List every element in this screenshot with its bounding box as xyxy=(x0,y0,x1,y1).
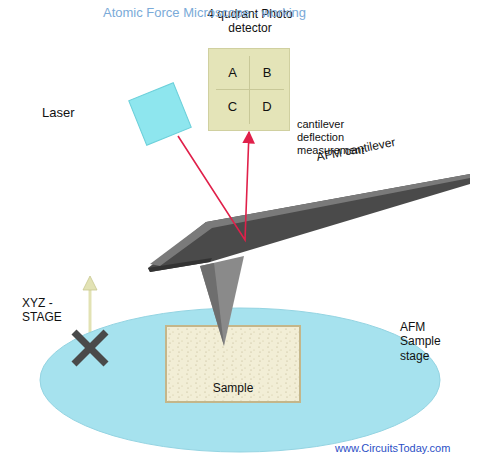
laser-square xyxy=(129,83,191,145)
sample-stage-label: AFM Sample stage xyxy=(400,320,456,363)
quadrant-letter: B xyxy=(250,56,284,89)
xyz-cross-stroke xyxy=(74,332,106,364)
laser-source: Laser xyxy=(128,82,192,146)
sample-block: Sample xyxy=(165,325,301,403)
photo-detector: 4 qudrant Photo detectorABCD xyxy=(208,48,290,131)
stage-disc xyxy=(40,308,440,452)
cantilever-top xyxy=(150,174,470,266)
laser-source-label: Laser xyxy=(42,105,75,121)
laser-shape xyxy=(128,82,192,146)
cantilever-tip-shade xyxy=(200,263,224,346)
sample-speckle xyxy=(167,327,299,401)
watermark: www.CircuitsToday.com xyxy=(335,442,450,455)
quadrant: B xyxy=(250,56,284,90)
sample-block-label: Sample xyxy=(167,381,299,395)
quadrant-letter: D xyxy=(250,90,284,124)
quadrant: C xyxy=(216,90,250,124)
quadrant-letter: A xyxy=(216,56,249,89)
xyz-cross-stroke xyxy=(74,332,106,364)
part-label: XYZ - STAGE xyxy=(22,296,74,325)
diagram-title: Atomic Force Microscope - working xyxy=(103,5,306,21)
sample-stage: AFM Sample stageSample xyxy=(38,300,442,460)
quadrant: D xyxy=(250,90,284,124)
cantilever-edge xyxy=(148,258,212,272)
cantilever-body xyxy=(148,174,470,272)
z-axis-arrow-head xyxy=(83,276,97,290)
quadrant: A xyxy=(216,56,250,90)
laser-beam xyxy=(178,132,249,240)
quadrant-letter: C xyxy=(216,90,249,124)
cantilever-tip xyxy=(200,256,244,346)
